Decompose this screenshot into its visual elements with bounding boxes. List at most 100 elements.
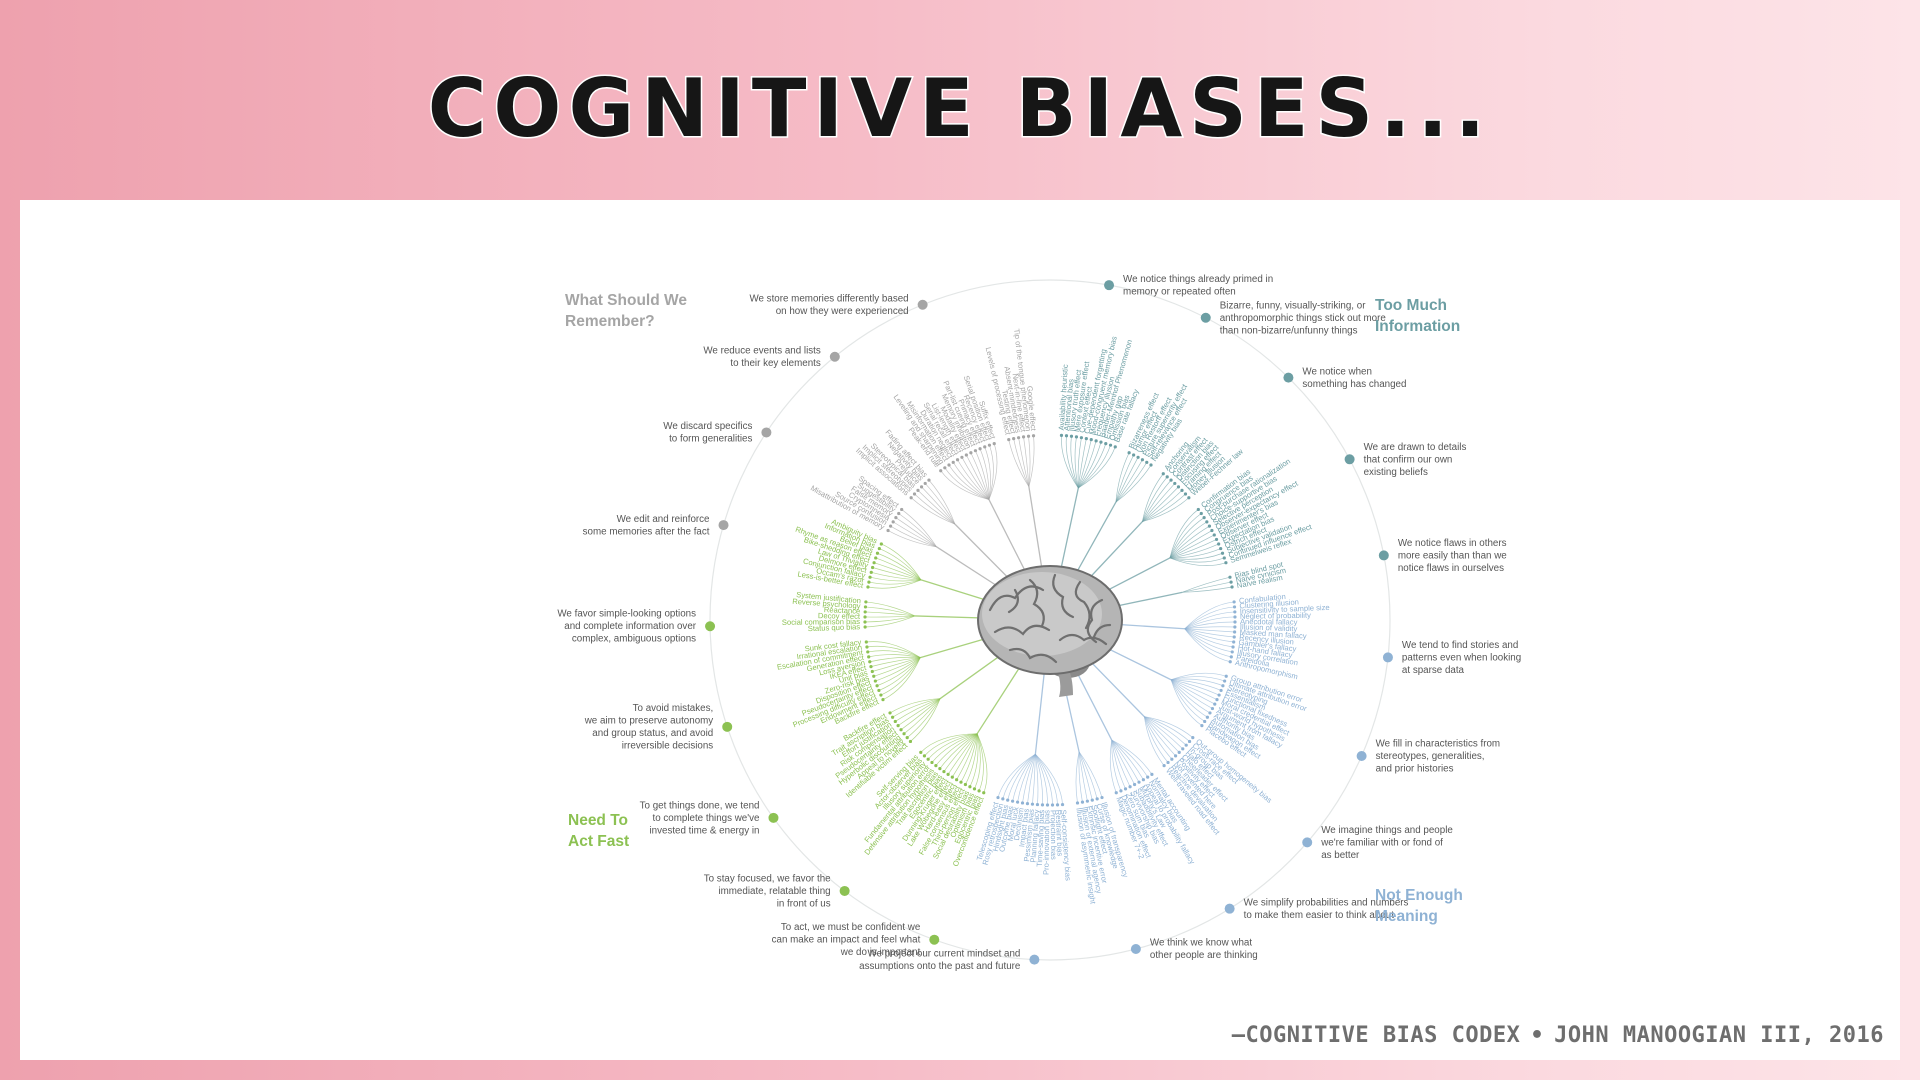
- bias-node: [947, 463, 951, 467]
- branch-line: [931, 733, 978, 763]
- bias-node: [1123, 787, 1128, 791]
- bias-node: [877, 688, 881, 693]
- branch-line: [1002, 753, 1036, 799]
- branch-line: [881, 543, 922, 581]
- branch-line: [1115, 457, 1139, 503]
- branch-line: [879, 548, 922, 581]
- branch-line: [1184, 628, 1233, 653]
- bias-node: [1233, 625, 1237, 629]
- branch-line: [1035, 753, 1063, 805]
- bias-node: [1224, 561, 1228, 565]
- branch-line: [870, 657, 921, 667]
- bias-node: [864, 640, 868, 644]
- bias-label: Time-saving bias: [1035, 809, 1046, 867]
- bias-node: [942, 769, 946, 774]
- bias-node: [1217, 542, 1221, 546]
- bias-node: [919, 485, 924, 489]
- branch-line: [1070, 436, 1079, 489]
- category-dot: [1344, 454, 1355, 465]
- branch-line: [1115, 452, 1130, 503]
- bias-label: Neglect of probability: [1240, 611, 1311, 621]
- bias-label: Planning fallacy: [1029, 809, 1042, 863]
- bias-node: [1231, 645, 1235, 649]
- branch-line: [1144, 716, 1187, 746]
- branch-line: [1078, 751, 1088, 802]
- branch-line: [1184, 628, 1232, 658]
- bias-node: [1229, 655, 1233, 659]
- branch-line: [969, 733, 979, 787]
- bias-node: [1229, 580, 1233, 584]
- branch-line: [1077, 438, 1087, 489]
- bias-node: [1215, 698, 1219, 702]
- bias-node: [1220, 551, 1225, 555]
- branch-line: [1142, 490, 1183, 522]
- branch-line: [1111, 739, 1140, 783]
- bias-node: [987, 443, 992, 447]
- branch-line: [1170, 679, 1218, 700]
- branch-line: [1142, 483, 1176, 522]
- branch-line: [1182, 576, 1231, 593]
- branch-line: [927, 733, 978, 760]
- branch-line: [1115, 462, 1148, 503]
- branch-line: [865, 615, 916, 628]
- branch-line: [1074, 436, 1079, 489]
- branch-line: [1023, 436, 1030, 487]
- bias-node: [964, 453, 968, 457]
- bias-node: [1224, 674, 1228, 678]
- bias-node: [1170, 757, 1174, 761]
- branch-line: [910, 698, 941, 742]
- bias-node: [1099, 440, 1103, 444]
- bias-label: Google effect: [1025, 385, 1038, 432]
- branch-line: [960, 733, 978, 783]
- branch-line: [1111, 739, 1153, 775]
- bias-node: [1095, 797, 1099, 801]
- bias-node: [992, 442, 996, 446]
- branch-line: [1170, 679, 1213, 709]
- bias-node: [973, 449, 978, 453]
- branch-line: [1171, 678, 1224, 687]
- branch-line: [882, 657, 921, 700]
- branch-line: [1078, 751, 1103, 798]
- branch-line: [1184, 628, 1234, 648]
- branch-line: [1170, 679, 1211, 714]
- bias-node: [968, 785, 972, 789]
- bias-node: [1015, 800, 1020, 804]
- branch-line: [1028, 436, 1031, 487]
- branch-line: [865, 601, 916, 617]
- bias-node: [1233, 615, 1237, 619]
- bias-node: [1140, 458, 1145, 462]
- bias-node: [896, 724, 900, 728]
- branch-line: [1169, 517, 1205, 559]
- bias-node: [891, 520, 895, 524]
- branch-line: [976, 733, 984, 792]
- bias-node: [881, 698, 885, 702]
- bias-node: [1060, 802, 1065, 807]
- branch-trunk: [1058, 487, 1079, 580]
- bias-node: [874, 556, 878, 560]
- bias-node: [982, 791, 986, 795]
- branch-line: [1078, 751, 1083, 803]
- branch-line: [1017, 754, 1036, 803]
- branch-line: [939, 733, 978, 769]
- bias-node: [1100, 795, 1104, 800]
- bias-node: [1230, 650, 1234, 654]
- bias-node: [873, 679, 877, 683]
- bias-node: [1136, 455, 1140, 459]
- bias-node: [870, 669, 874, 674]
- branch-line: [1143, 716, 1173, 760]
- credit-separator: •: [1530, 1023, 1545, 1048]
- bias-node: [1233, 610, 1237, 614]
- bias-node: [1016, 436, 1021, 440]
- branch-line: [873, 562, 922, 581]
- branch-line: [1142, 476, 1168, 522]
- branch-line: [948, 464, 990, 500]
- branch-line: [875, 657, 921, 682]
- bias-node: [1200, 724, 1204, 728]
- bias-node: [871, 565, 875, 570]
- branch-line: [1028, 435, 1035, 487]
- bias-node: [1169, 478, 1173, 482]
